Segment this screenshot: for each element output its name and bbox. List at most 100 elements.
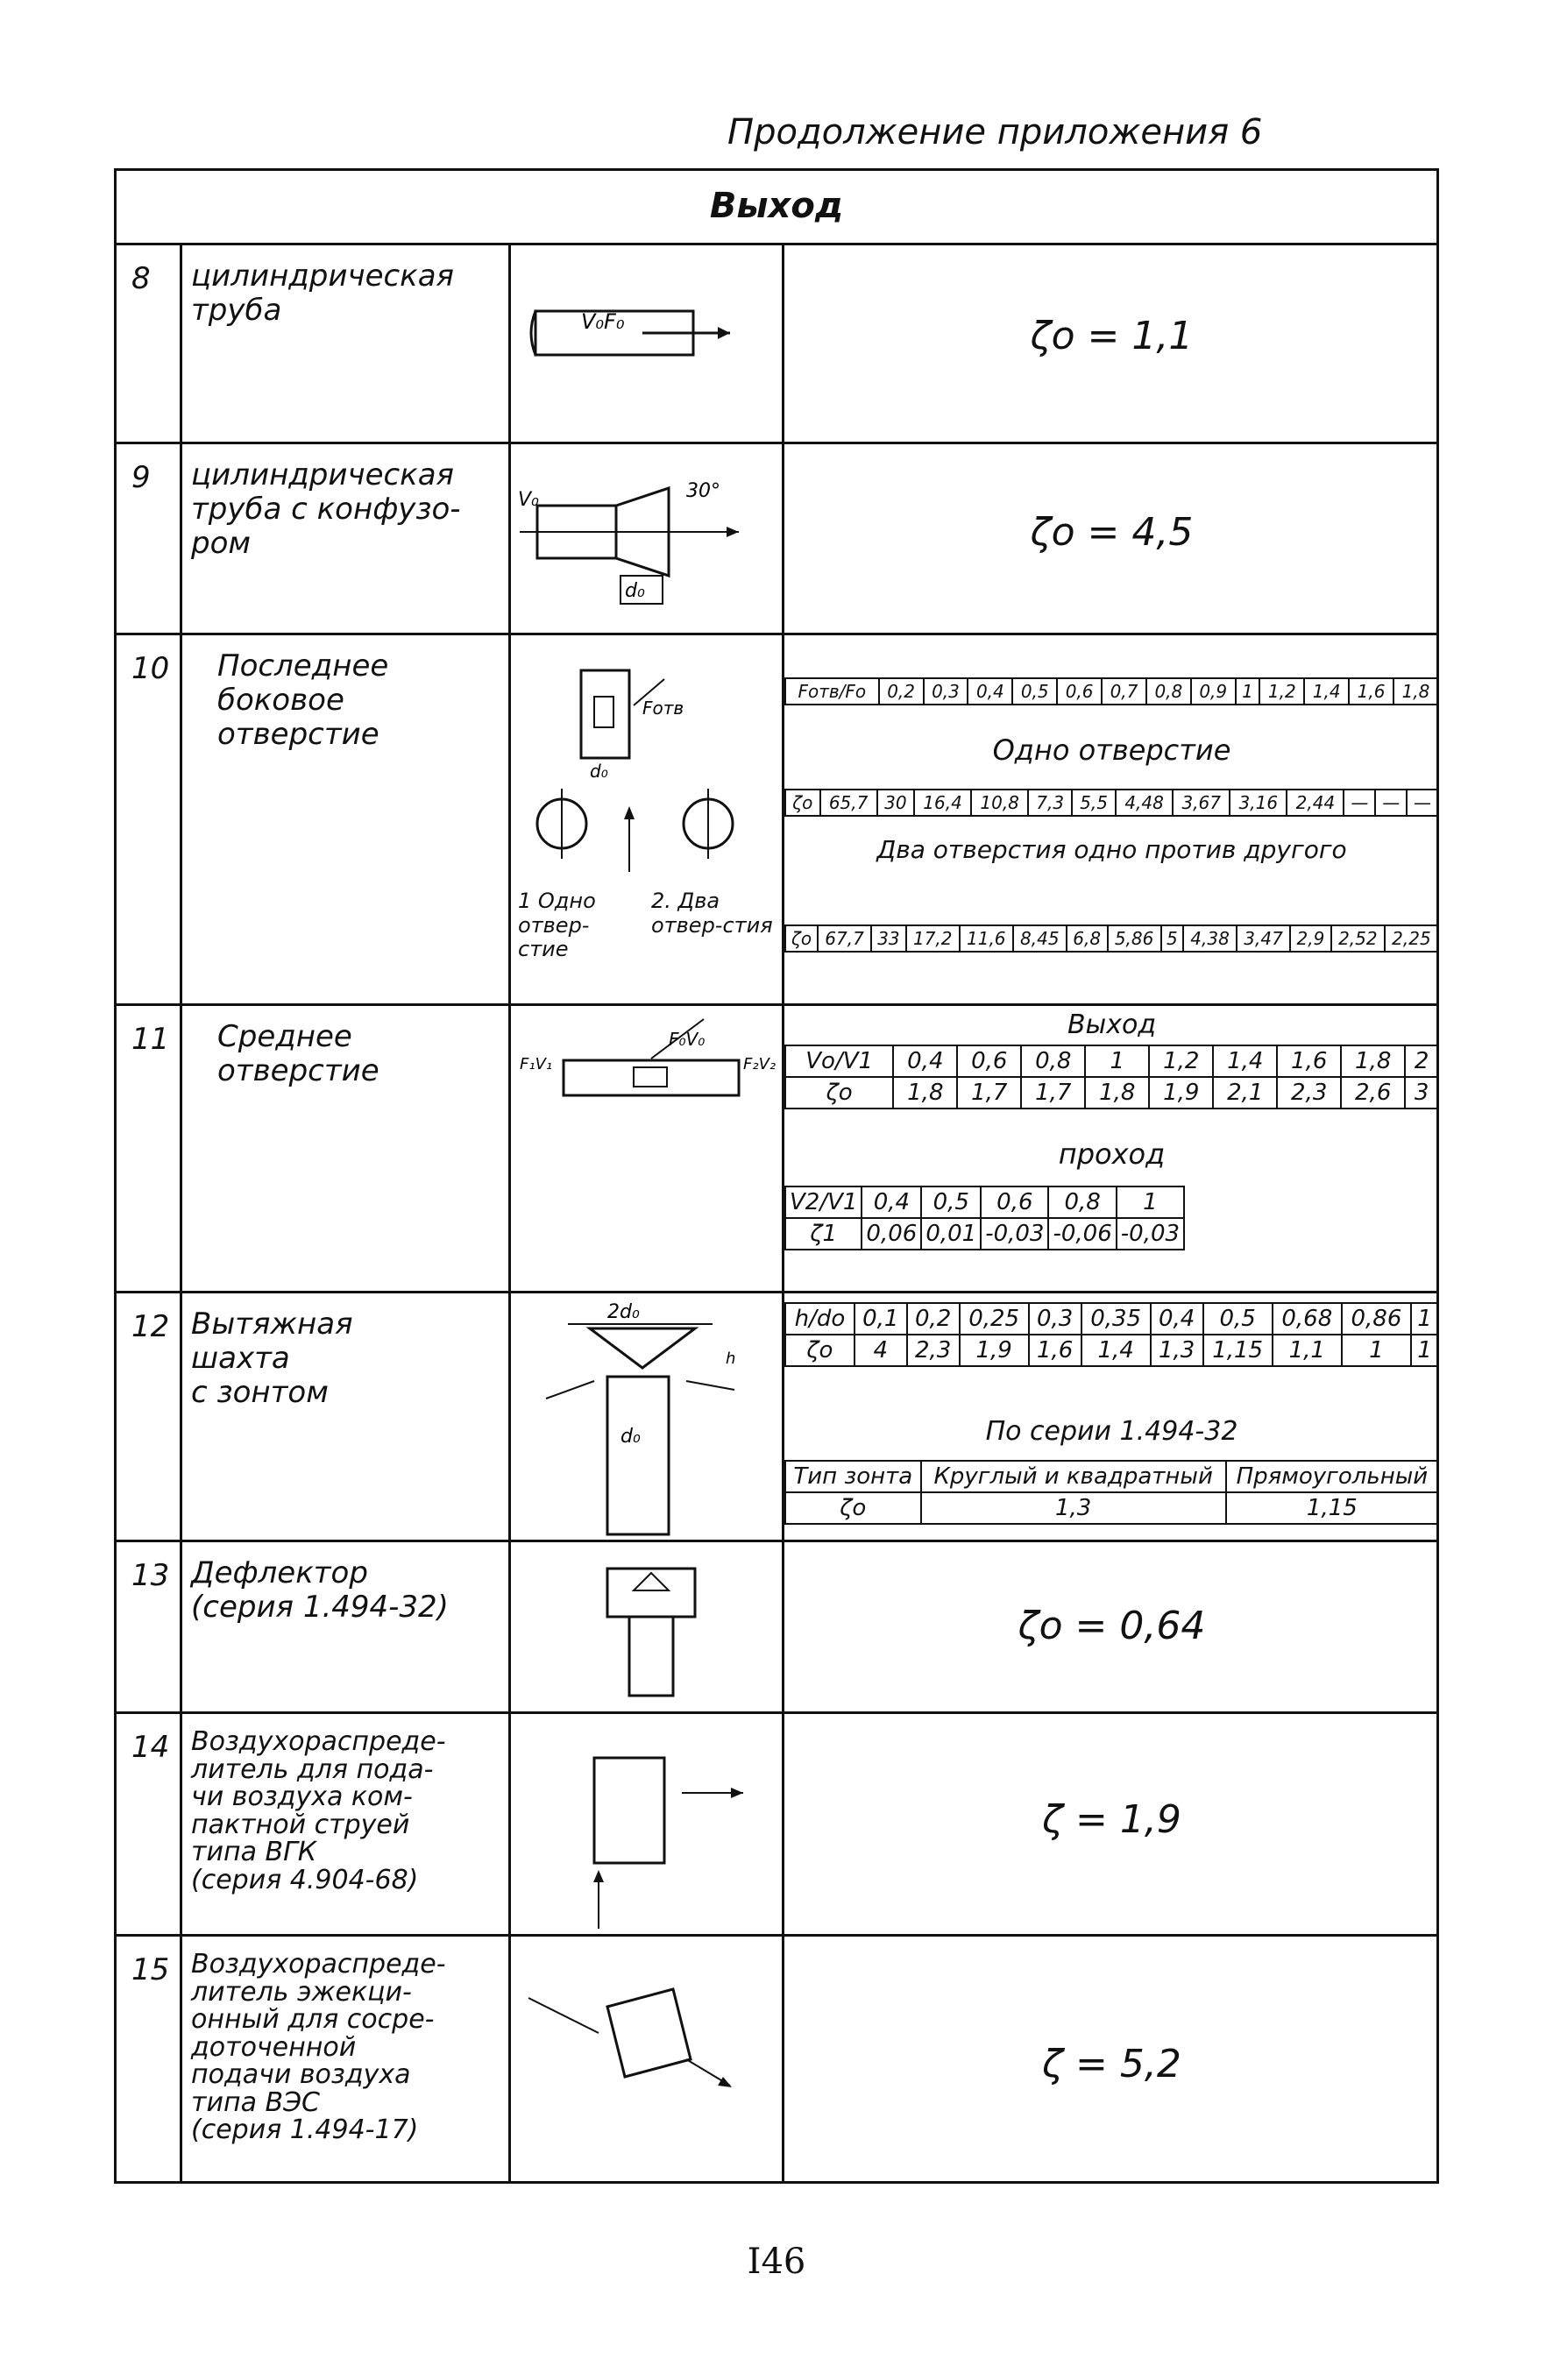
table-cell: 2,3 [1276,1076,1343,1109]
row-number: 14 [114,1714,182,1934]
table-cell: 0,8 [1020,1045,1087,1078]
table-cell: 0,6 [980,1186,1050,1219]
table-cell: 0,25 [958,1302,1030,1335]
table-cell: 0,6 [1056,677,1103,705]
table-cell: 1,3 [919,1491,1227,1525]
caption: Одно отверстие [992,733,1231,767]
deflector-figure [511,1542,784,1711]
table-cell: 1,2 [1148,1045,1215,1078]
table-cell: 1,8 [1392,677,1440,705]
svg-text:F₁V₁: F₁V₁ [520,1055,552,1073]
coefficient-value: ζ = 1,9 [1042,1797,1181,1842]
air-distributor-ves-figure [511,1937,784,2184]
table-row: 13 Дефлектор (серия 1.494-32) ζо = 0,64 [114,1542,1439,1714]
table-cell: 16,4 [912,789,973,817]
table-cell: 17,2 [904,924,961,953]
table-cell: 1,15 [1202,1334,1273,1367]
svg-text:d₀: d₀ [625,580,645,602]
row-number: 12 [114,1293,182,1540]
table-cell: — [1374,789,1408,817]
table-cell: -0,06 [1047,1217,1117,1250]
row-number: 10 [114,635,182,1003]
row-number: 13 [114,1542,182,1711]
exhaust-shaft-figure: 2d₀ d₀ h [511,1293,784,1540]
svg-text:30°: 30° [686,480,720,502]
row-name: цилиндрическая труба [182,245,511,442]
table-row: 11 Среднее отверстие F₀V₀ F₁V₁ F₂V₂ Выхо… [114,1006,1439,1293]
table-cell: 1,6 [1276,1045,1343,1078]
row-name: Воздухораспреде- литель эжекци- онный дл… [182,1937,511,2184]
row-name: Вытяжная шахта с зонтом [182,1293,511,1540]
table-cell: 0,3 [1027,1302,1082,1335]
row-number: 8 [114,245,182,442]
table-cell: 0,9 [1189,677,1237,705]
table-cell: 1 [1410,1334,1439,1367]
caption: Два отверстия одно против другого [876,835,1347,864]
table-cell: 1,6 [1348,677,1394,705]
figure-label: 1 Одно отвер-стие [518,889,596,962]
table-cell: 0,35 [1080,1302,1152,1335]
table-cell: 2,52 [1330,924,1386,953]
table-cell: 4,48 [1115,789,1174,817]
caption: проход [1058,1137,1166,1171]
table-title: Выход [114,168,1439,245]
confuser-figure: V₀ 30° d₀ [511,444,784,633]
table-cell: 1,9 [958,1334,1030,1367]
table-cell: 2,3 [905,1334,961,1367]
table-cell: 0,5 [1202,1302,1273,1335]
table-cell: 2,44 [1286,789,1345,817]
table-cell: 1,3 [1149,1334,1204,1367]
row-number: 15 [114,1937,182,2184]
table-cell: 5,5 [1071,789,1117,817]
table-cell: 1 [1084,1045,1151,1078]
table-cell: 0,06 [861,1217,923,1250]
table-cell: 3,47 [1236,924,1292,953]
table-cell: h/dо [784,1302,855,1335]
table-cell: 1,2 [1259,677,1306,705]
table-cell: ζо [784,924,819,953]
table-cell: 0,01 [920,1217,982,1250]
table-cell: ζо [784,789,821,817]
middle-opening-figure: F₀V₀ F₁V₁ F₂V₂ [511,1006,784,1291]
caption: По серии 1.494-32 [985,1416,1238,1447]
svg-text:F₀V₀: F₀V₀ [669,1029,705,1050]
table-cell: Fотв/Fо [784,677,880,705]
table-cell: 5 [1159,924,1185,953]
table-cell: 2,6 [1340,1076,1407,1109]
table-cell: 2,1 [1212,1076,1279,1109]
table-cell: 0,4 [892,1045,959,1078]
table-cell: 10,8 [970,789,1030,817]
table-cell: 1,9 [1148,1076,1215,1109]
table-cell: 30 [876,789,915,817]
svg-text:h: h [726,1349,735,1368]
table-cell: ζо [784,1334,855,1367]
figure-label: 2. Два отвер-стия [651,889,773,938]
pipe-figure: V₀F₀ [511,245,784,442]
table-cell: 65,7 [819,789,878,817]
table-cell: 1 [1115,1186,1186,1219]
table-cell: -0,03 [1115,1217,1186,1250]
table-row: 10 Последнее боковое отверстие Fотв d₀ 1… [114,635,1440,1006]
table-cell: 5,86 [1106,924,1162,953]
table-cell: 3 [1404,1076,1439,1109]
row-name: Воздухораспреде- литель для пода- чи воз… [182,1714,511,1934]
table-cell: Прямоугольный [1224,1460,1440,1493]
table-cell: 0,5 [1011,677,1059,705]
table-cell: 0,6 [956,1045,1023,1078]
svg-text:2d₀: 2d₀ [607,1301,640,1323]
table-cell: — [1343,789,1377,817]
table-cell: 1,1 [1271,1334,1343,1367]
table-cell: — [1406,789,1439,817]
table-cell: ζо [784,1491,922,1525]
row-number: 11 [114,1006,182,1291]
row-name: Дефлектор (серия 1.494-32) [182,1542,511,1711]
table-frame [114,168,1439,2184]
table-cell: 8,45 [1011,924,1067,953]
table-cell: 3,67 [1172,789,1231,817]
